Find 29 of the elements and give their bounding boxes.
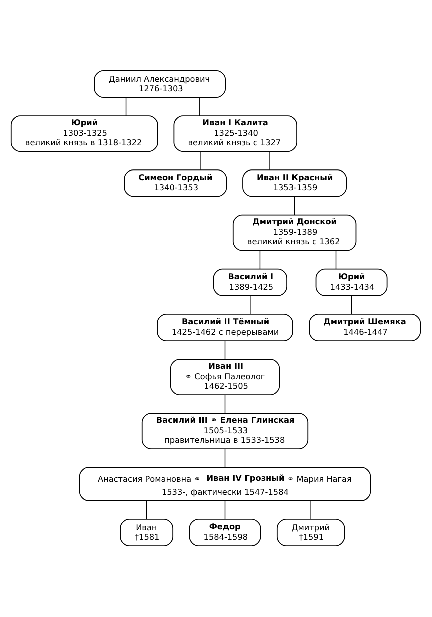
node-box: Иван III ⚭ Софья Палеолог 1462-1505 [170, 359, 280, 396]
node-box: Даниил Александрович 1276-1303 [94, 70, 226, 98]
connector [224, 394, 226, 414]
connector [336, 250, 337, 270]
connector [224, 448, 226, 468]
connector [224, 500, 226, 520]
node-box: Иван I Калита 1325-1340 великий князь с 1327 [174, 116, 298, 152]
node-box: Юрий 1433-1434 [316, 268, 388, 296]
node-box: Иван †1581 [120, 518, 174, 546]
connector [351, 296, 352, 315]
node-box: Иван II Красный 1353-1359 [242, 170, 348, 198]
node-box: Федор 1584-1598 [189, 518, 262, 546]
node-box: Юрий 1303-1325 великий князь в 1318-1322 [10, 116, 158, 152]
node-box: Василий II Тёмный 1425-1462 с перерывами [157, 314, 294, 342]
node-box: Василий III ⚭ Елена Глинская 1505-1533 правительница в 1533-1538 [142, 413, 309, 450]
node-box: Дмитрий Донской 1359-1389 великий князь с 1362 [232, 214, 357, 252]
connector [146, 500, 148, 520]
node-box: Анастасия Романовна ⚭ Иван IV Грозный ⚭ Мария Нагая 1533-, фактически 1547-1584 [79, 467, 372, 502]
node-box: Симеон Гордый 1340-1353 [124, 170, 228, 198]
connector [310, 500, 312, 520]
connector [126, 97, 127, 116]
connector [200, 151, 201, 170]
connector [260, 250, 261, 270]
node-box: Василий I 1389-1425 [213, 268, 288, 296]
node-box: Дмитрий †1591 [276, 518, 346, 546]
connector [224, 340, 226, 360]
connector [250, 296, 251, 315]
connector [294, 196, 296, 216]
node-box: Дмитрий Шемяка 1446-1447 [309, 314, 422, 342]
